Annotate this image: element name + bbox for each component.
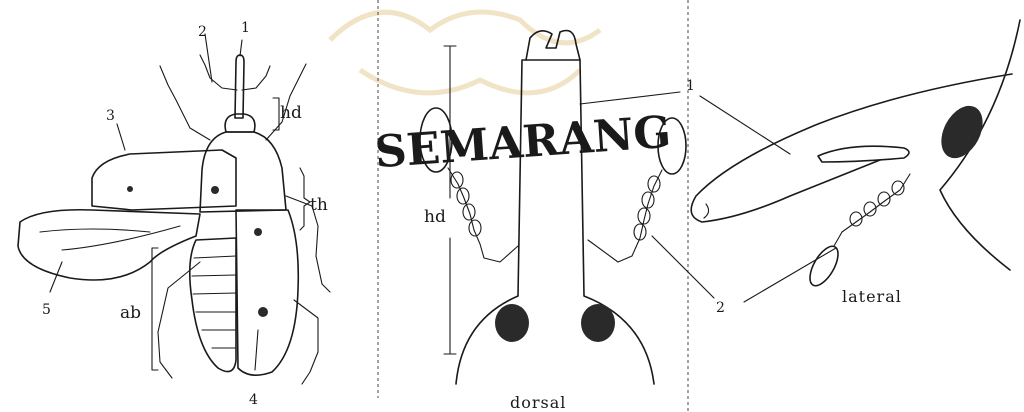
part-number-3: 3 xyxy=(106,108,115,124)
watermark-emblem: SEMARANG xyxy=(330,12,673,178)
part-number-4: 4 xyxy=(249,392,258,408)
lateral-view-drawing xyxy=(691,20,1020,302)
dorsal-caption: dorsal xyxy=(510,393,566,412)
dorsal-left-eye xyxy=(495,304,529,342)
whole-beetle-drawing xyxy=(18,34,330,384)
label-thorax: th xyxy=(310,195,328,215)
dorsal-part-number-1: 1 xyxy=(686,78,695,94)
part-number-5: 5 xyxy=(42,302,51,318)
part-number-1: 1 xyxy=(241,20,250,36)
label-head: hd xyxy=(280,103,302,123)
dorsal-right-eye xyxy=(581,304,615,342)
dorsal-part-number-2: 2 xyxy=(716,300,725,316)
watermark-text: SEMARANG xyxy=(373,107,672,179)
dorsal-label-head: hd xyxy=(424,207,446,227)
lateral-caption: lateral xyxy=(842,287,902,306)
lateral-eye xyxy=(933,99,991,165)
label-abdomen: ab xyxy=(120,303,141,323)
part-number-2: 2 xyxy=(198,24,207,40)
